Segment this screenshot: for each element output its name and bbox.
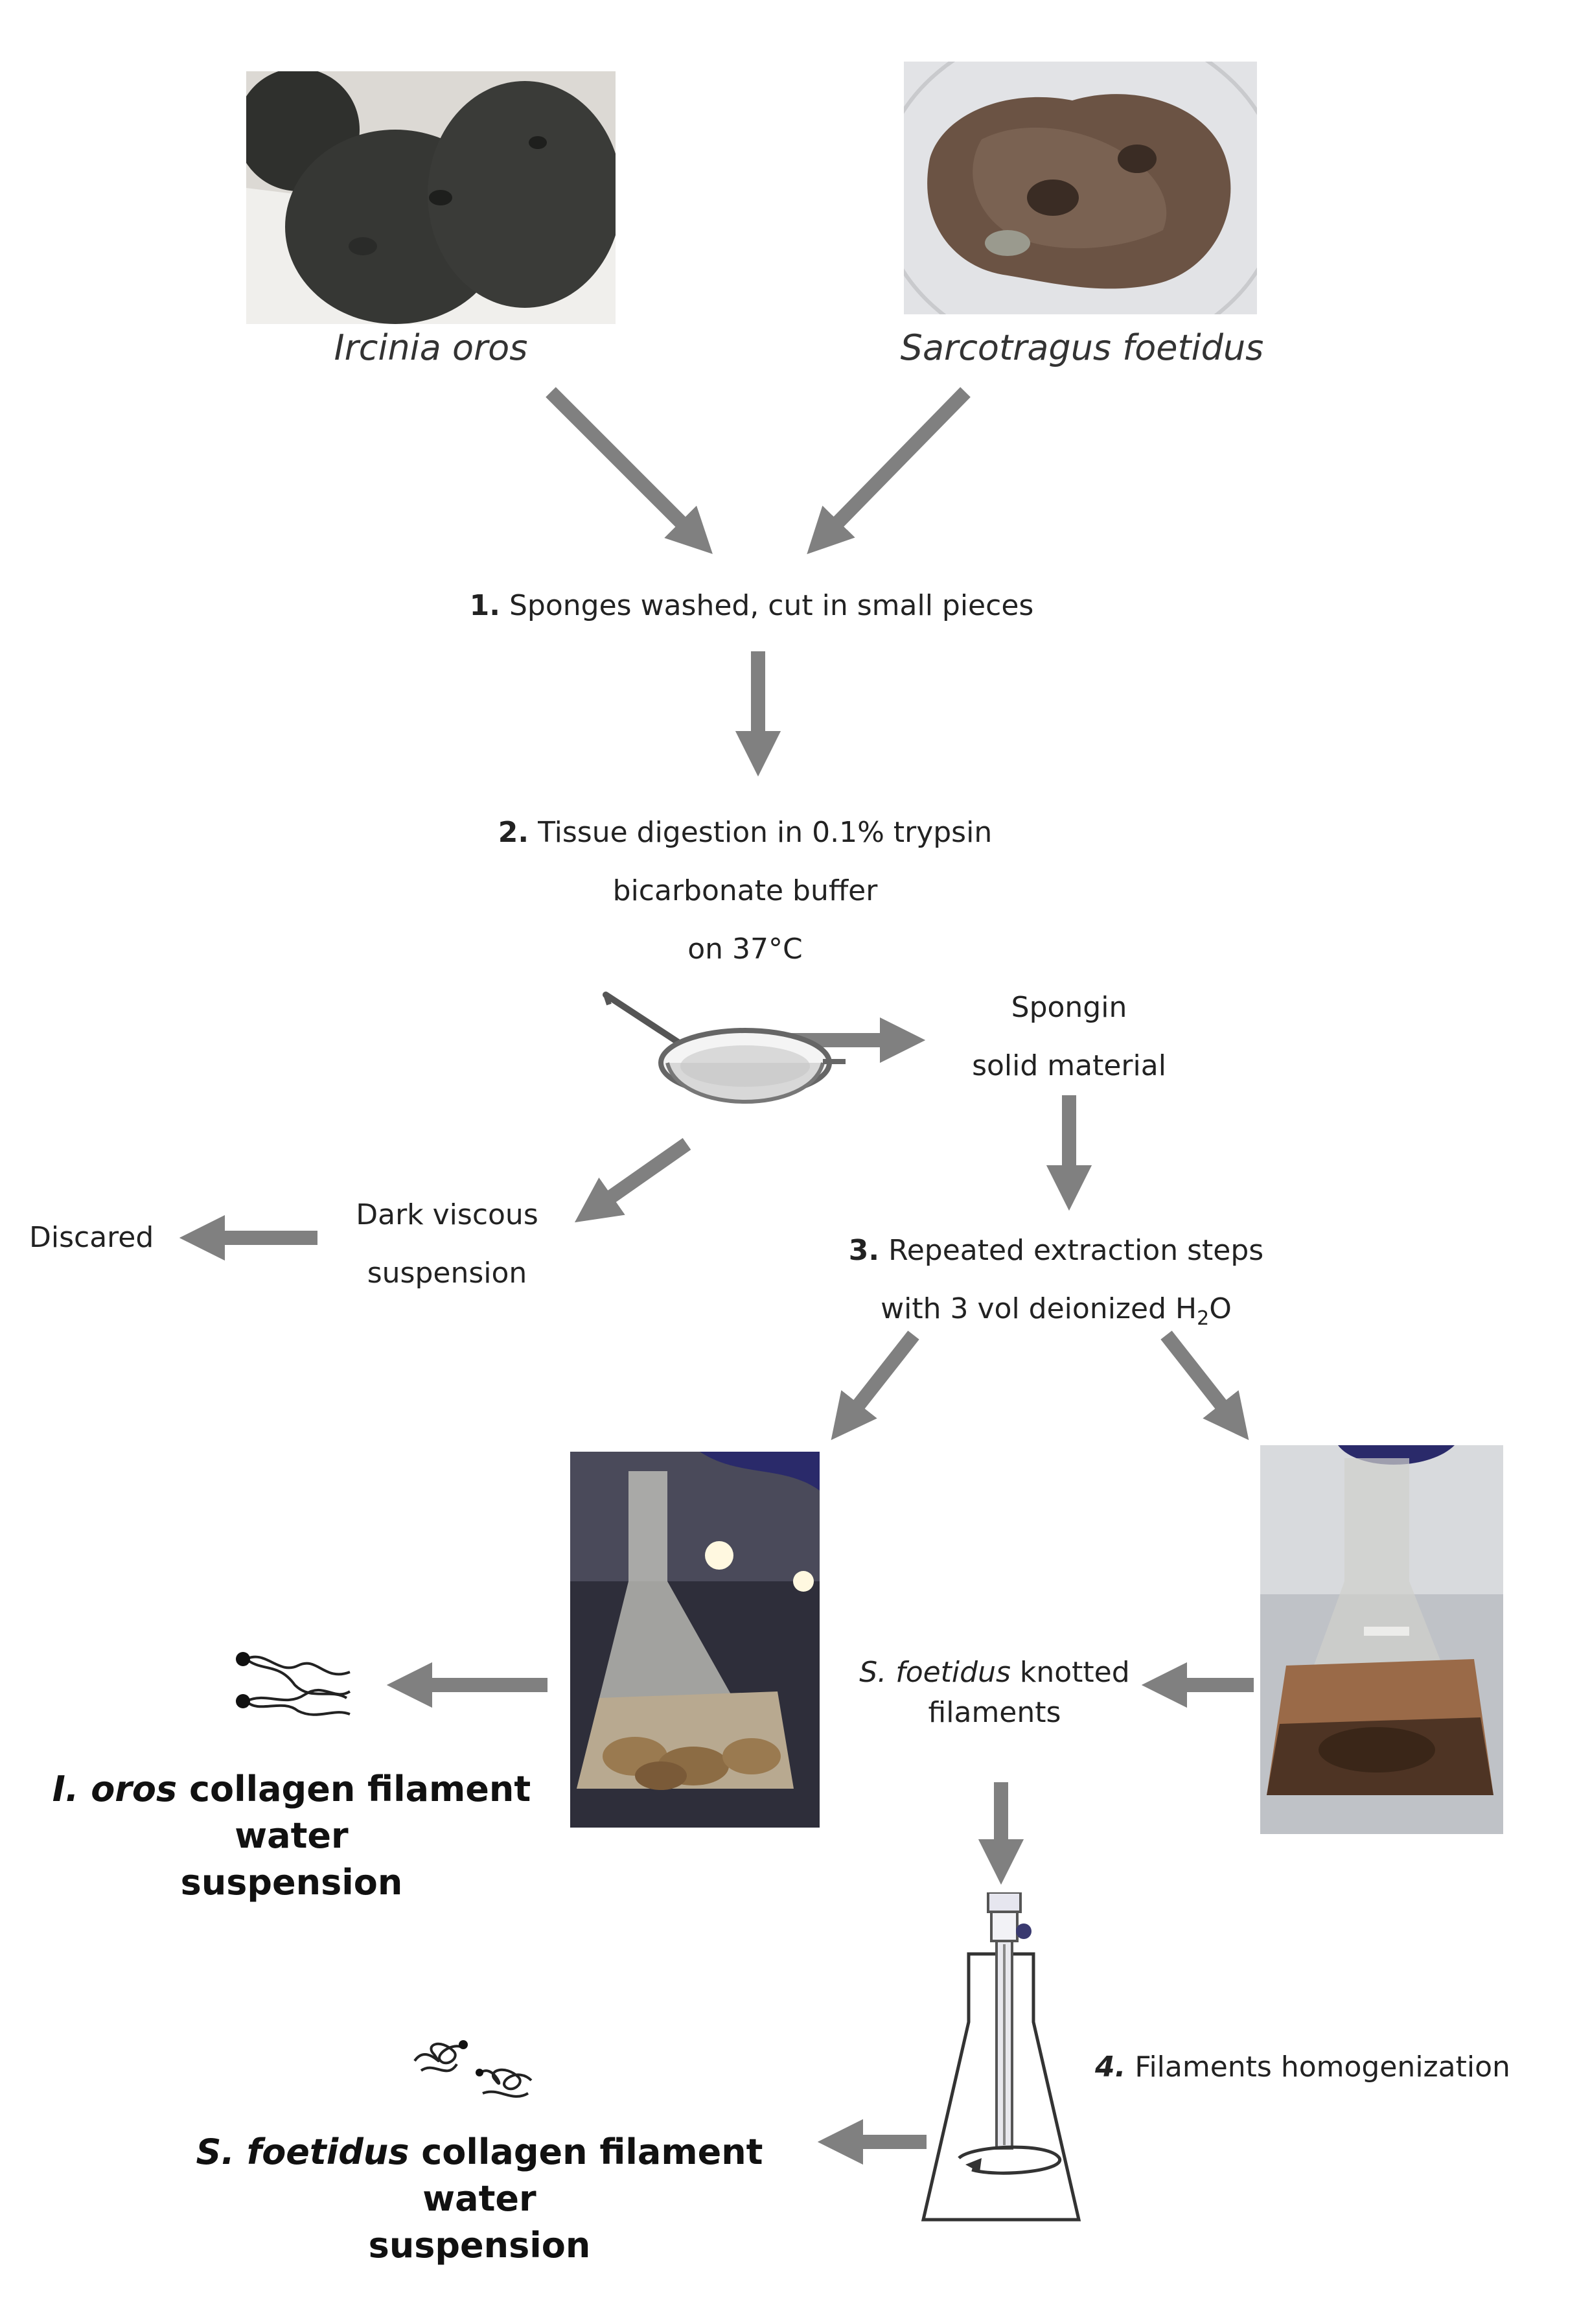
knotted-line2: filaments — [928, 1696, 1061, 1729]
step2-line3: on 37°C — [687, 933, 803, 966]
strainer-icon — [596, 985, 849, 1134]
sfoetidus-output-species: S. foetidus — [196, 2132, 409, 2172]
step3-line2-sub: 2 — [1197, 1307, 1210, 1330]
step3-line1: Repeated extraction steps — [888, 1234, 1264, 1267]
ioros-filaments-icon — [227, 1636, 356, 1721]
step2-line1: Tissue digestion in 0.1% trypsin — [538, 816, 993, 849]
dark-line1: Dark viscous — [356, 1198, 538, 1231]
photo-flask-sfoetidus — [1260, 1445, 1503, 1834]
step2-line2: bicarbonate buffer — [612, 874, 878, 907]
photo-flask-ioros — [570, 1452, 820, 1828]
arrow-step3-to-right-flask — [1160, 1330, 1249, 1441]
sfoetidus-filaments-icon — [408, 2035, 538, 2106]
sfoetidus-output-line2: suspension — [368, 2225, 591, 2266]
ioros-output-species: I. oros — [52, 1769, 178, 1809]
sfoetidus-output-line1: collagen filament water — [409, 2132, 763, 2219]
step3-line2-post: O — [1209, 1292, 1232, 1325]
sfoetidus-output-label: S. foetidus collagen filament water susp… — [162, 2129, 797, 2269]
discared-label: Discared — [29, 1221, 154, 1254]
step2-label: 2. Tissue digestion in 0.1% trypsin bica… — [421, 804, 1069, 979]
arrow-sfoetidus-to-step1 — [807, 387, 971, 555]
photo-sarcotragus-foetidus — [904, 62, 1257, 314]
step1-number: 1. — [469, 589, 500, 622]
ioros-output-line1: collagen filament water — [177, 1769, 531, 1856]
step3-label: 3. Repeated extraction steps with 3 vol … — [797, 1222, 1315, 1348]
spongin-line1: Spongin — [1011, 991, 1127, 1024]
ioros-output-label: I. oros collagen filament water suspensi… — [13, 1766, 570, 1906]
homogenizer-flask-icon — [920, 1892, 1089, 2229]
arrow-step3-to-left-flask — [831, 1330, 919, 1441]
step3-number: 3. — [848, 1234, 880, 1267]
spongin-label: Spongin solid material — [933, 979, 1205, 1095]
arrow-ioros-to-step1 — [546, 387, 713, 554]
spongin-line2: solid material — [972, 1049, 1166, 1082]
dark-suspension-label: Dark viscous suspension — [317, 1186, 577, 1303]
photo-ircinia-oros — [246, 71, 616, 324]
knotted-line1: knotted — [1010, 1656, 1130, 1689]
ioros-output-line2: suspension — [180, 1862, 403, 1903]
step4-text: Filaments homogenization — [1135, 2051, 1510, 2084]
step1-label: 1. Sponges washed, cut in small pieces — [389, 577, 1114, 635]
knotted-filaments-label: S. foetidus knotted filaments — [836, 1653, 1153, 1733]
arrow-strainer-to-dark — [574, 1137, 691, 1223]
step3-line2-pre: with 3 vol deionized H — [881, 1292, 1197, 1325]
step1-text: Sponges washed, cut in small pieces — [509, 589, 1034, 622]
dark-line2: suspension — [367, 1257, 527, 1290]
knotted-species: S. foetidus — [859, 1656, 1011, 1689]
step2-number: 2. — [498, 816, 529, 849]
species-label-left: Ircinia oros — [334, 327, 528, 368]
step4-label: 4. Filaments homogenization — [1095, 2038, 1510, 2097]
species-label-right: Sarcotragus foetidus — [900, 327, 1264, 368]
step4-number: 4. — [1095, 2051, 1126, 2084]
